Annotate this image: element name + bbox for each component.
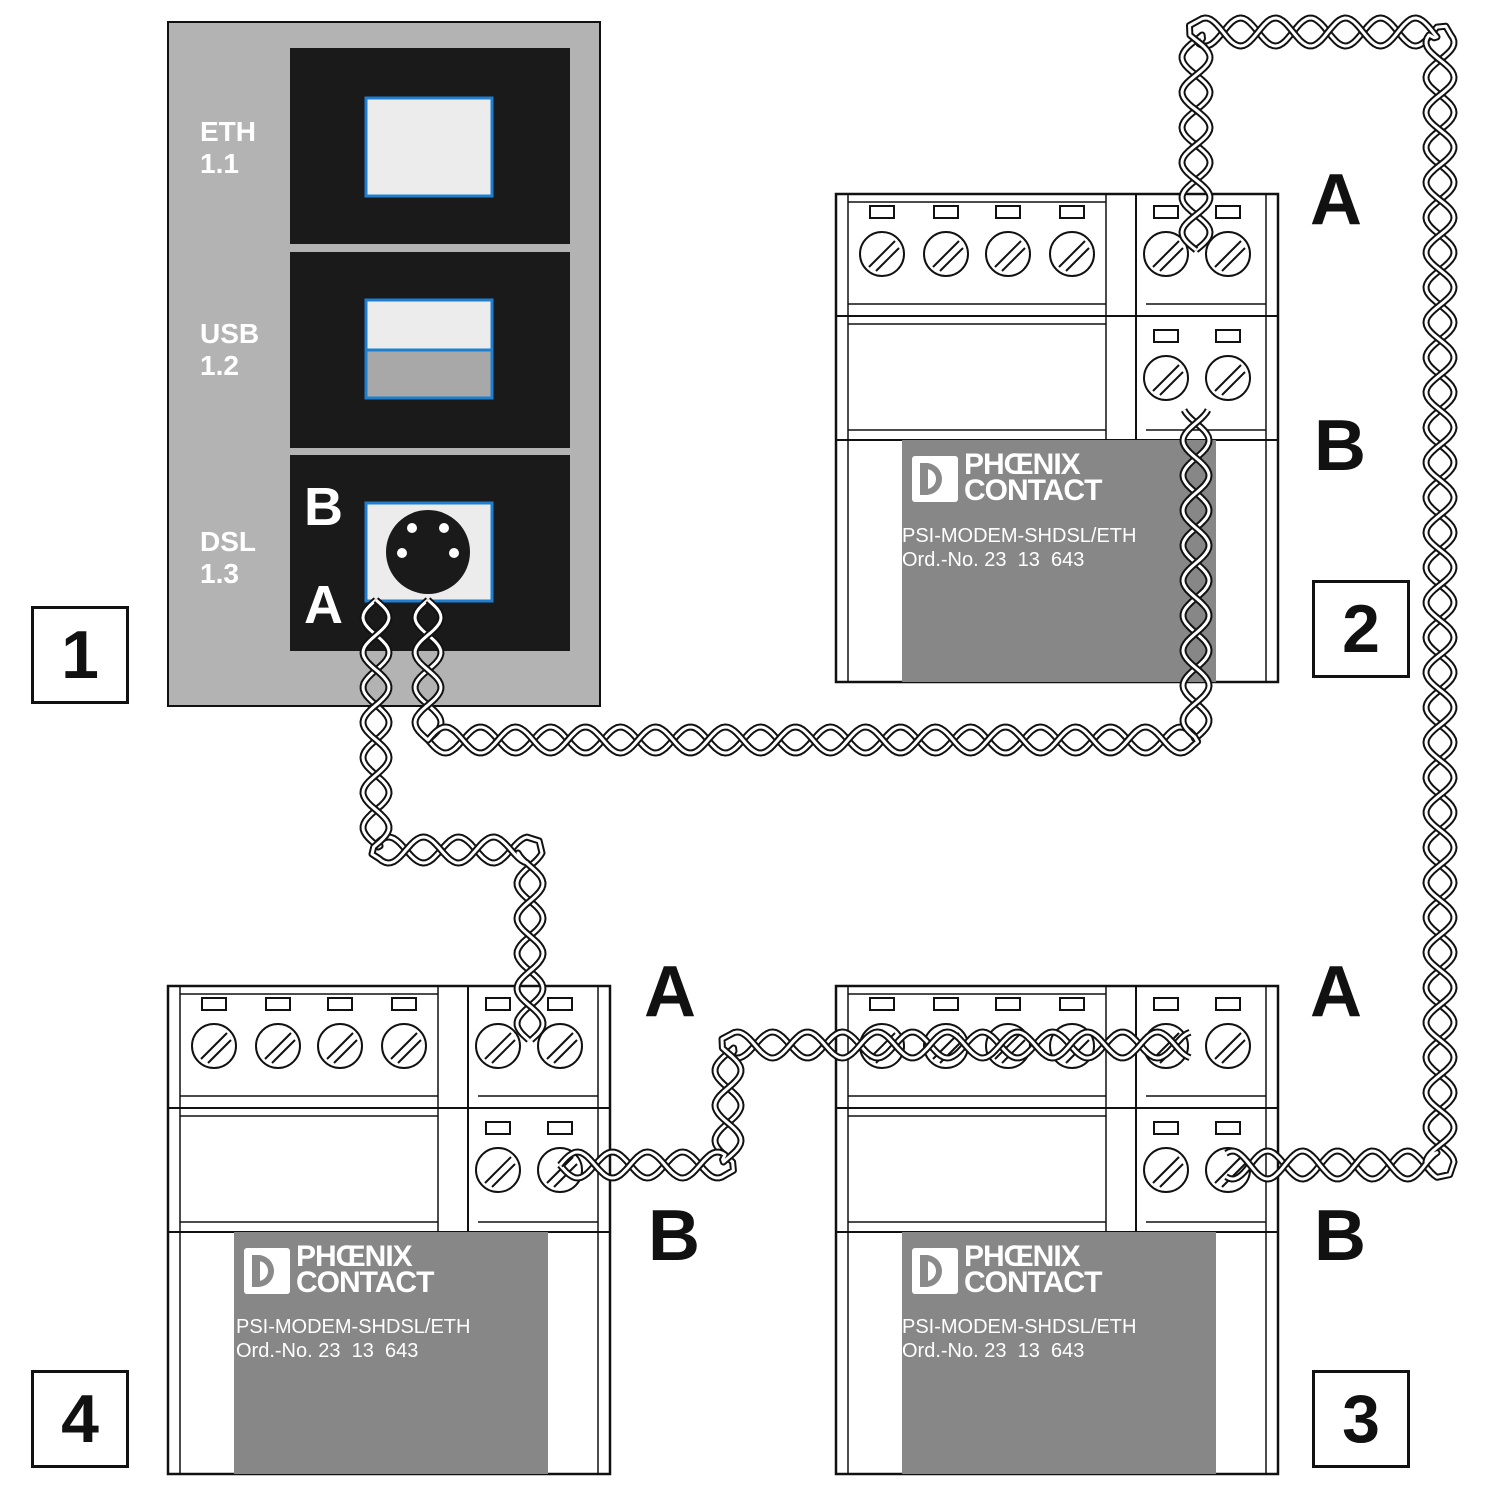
modem4-b-label: B [648, 1196, 700, 1276]
modem2-brand: PHŒNIX CONTACT [912, 448, 1122, 510]
modem4-brand: PHŒNIX CONTACT [244, 1240, 454, 1302]
eth-port-icon [364, 96, 494, 198]
device-number-2: 2 [1312, 580, 1410, 678]
phoenix-contact-logo-icon [244, 1248, 290, 1294]
brand-name-line1: PHŒNIX [296, 1240, 413, 1273]
brand-name-line1: PHŒNIX [964, 448, 1081, 481]
modem3-order: Ord.-No. 23 13 643 [902, 1340, 1085, 1362]
modem4-order: Ord.-No. 23 13 643 [236, 1340, 419, 1362]
modem3-b-label: B [1314, 1196, 1366, 1276]
modem2-b-label: B [1314, 406, 1366, 486]
cable-router-to-modem2 [413, 409, 1211, 755]
port-label-eth: ETH 1.1 [200, 116, 256, 179]
dsl-socket-icon [386, 510, 470, 594]
twisted-pair-cables [359, 14, 1458, 1183]
dsl-a-label: A [304, 575, 343, 635]
modem2-model: PSI-MODEM-SHDSL/ETH [902, 525, 1137, 547]
brand-name-line1: PHŒNIX [964, 1240, 1081, 1273]
modem3-a-label: A [1310, 952, 1362, 1032]
phoenix-contact-logo-icon [912, 1248, 958, 1294]
cable-router-to-modem4 [361, 598, 545, 1042]
brand-name-line2: CONTACT [964, 474, 1102, 507]
cable-modem4-to-modem3 [558, 1030, 1191, 1180]
device-number-3: 3 [1312, 1370, 1410, 1468]
router-device [167, 21, 601, 707]
dsl-b-label: B [304, 477, 343, 537]
modem3-model: PSI-MODEM-SHDSL/ETH [902, 1316, 1137, 1338]
modem4-model: PSI-MODEM-SHDSL/ETH [236, 1316, 471, 1338]
cable-router-to-modem4 [361, 598, 545, 1042]
modem2-order: Ord.-No. 23 13 643 [902, 549, 1085, 571]
device-number-1: 1 [31, 606, 129, 704]
cable-modem2-to-modem3 [1180, 16, 1456, 1181]
phoenix-contact-logo-icon [912, 456, 958, 502]
port-label-dsl: DSL 1.3 [200, 526, 256, 589]
device-number-4: 4 [31, 1370, 129, 1468]
usb-port-icon [364, 298, 494, 352]
modem2-a-label: A [1310, 160, 1362, 240]
cable-router-to-modem2 [413, 409, 1211, 755]
modem3-brand: PHŒNIX CONTACT [912, 1240, 1122, 1302]
modem4-a-label: A [644, 952, 696, 1032]
port-label-usb: USB 1.2 [200, 318, 260, 381]
cable-modem4-to-modem3 [558, 1030, 1191, 1180]
brand-name-line2: CONTACT [296, 1266, 434, 1299]
brand-name-line2: CONTACT [964, 1266, 1102, 1299]
modem-4 [168, 986, 610, 1474]
cable-modem2-to-modem3 [1180, 16, 1456, 1181]
